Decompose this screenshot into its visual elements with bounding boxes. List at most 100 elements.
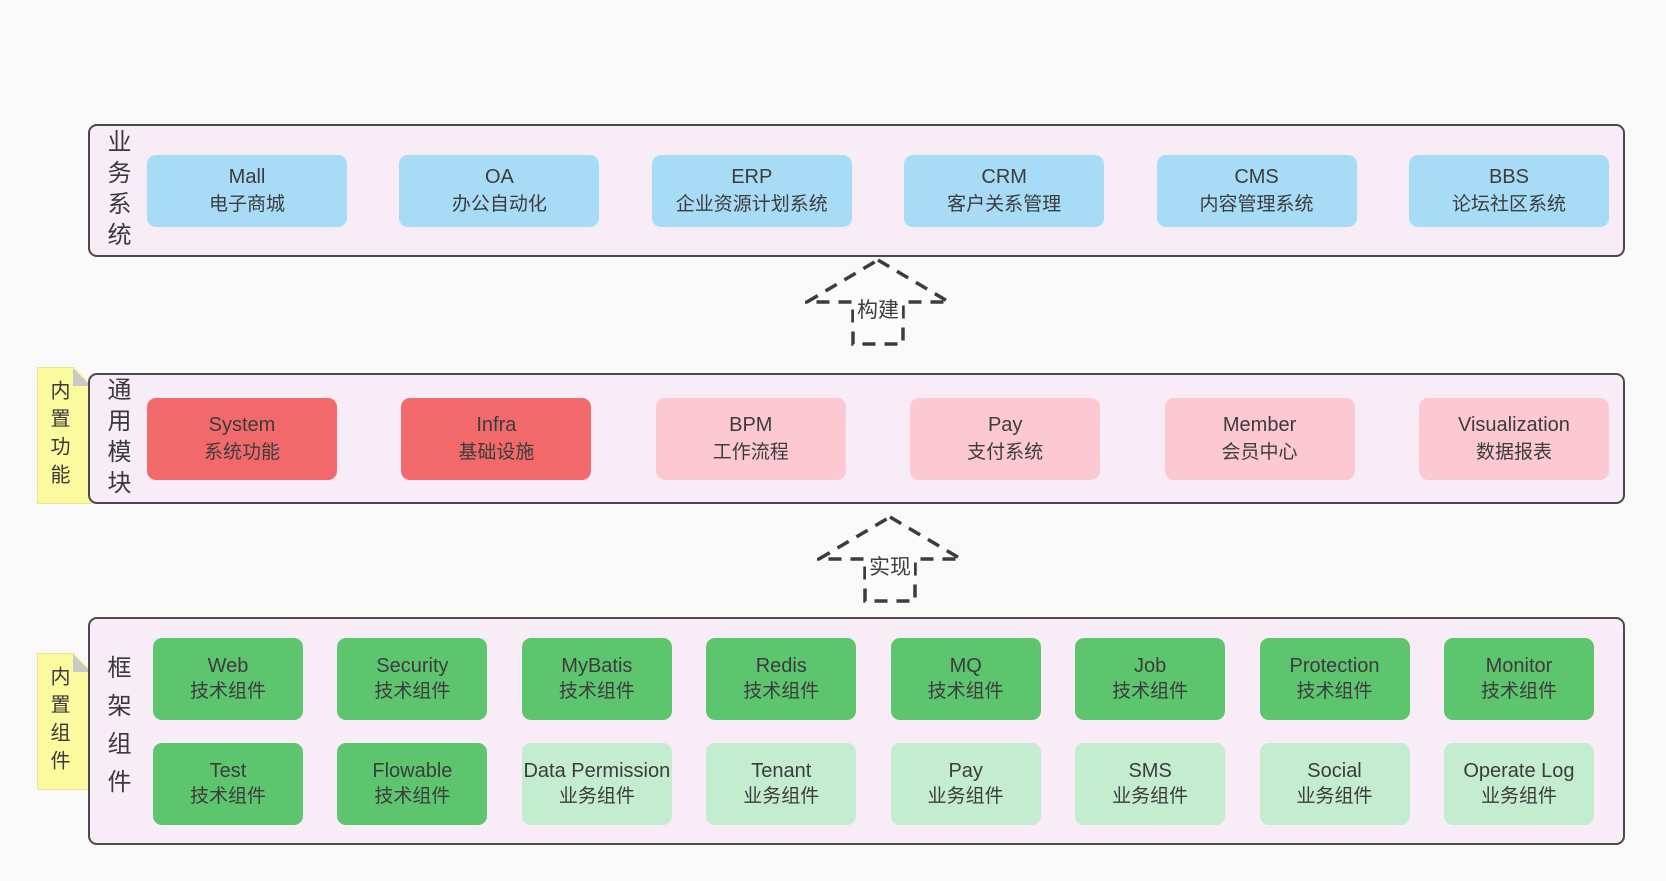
box-title: Member (1222, 413, 1297, 436)
box-title: Pay (987, 413, 1023, 436)
box-title: Job (1133, 654, 1167, 677)
box-subtitle: 技术组件 (1480, 680, 1557, 702)
box-subtitle: 技术组件 (558, 680, 635, 702)
band-label-common-modules: 通用模块 (103, 376, 130, 501)
band-business-systems: 业务系统 Mall 电子商城 OA 办公自动化 ERP 企业资源计划系统 CRM… (88, 124, 1625, 257)
box-visualization: Visualization 数据报表 (1418, 397, 1609, 480)
band-framework-components: 框架组件 Web 技术组件 Security 技术组件 MyBatis 技术组件… (88, 617, 1625, 845)
band-boxes-row: System 系统功能 Infra 基础设施 BPM 工作流程 Pay 支付系统… (147, 375, 1609, 502)
band-rows: Web 技术组件 Security 技术组件 MyBatis 技术组件 Redi… (153, 619, 1594, 843)
box-infra: Infra 基础设施 (401, 397, 592, 480)
box-web: Web 技术组件 (153, 637, 303, 720)
box-crm: CRM 客户关系管理 (904, 154, 1105, 227)
box-title: Test (209, 759, 247, 782)
box-title: MyBatis (561, 654, 633, 677)
box-subtitle: 技术组件 (189, 785, 266, 807)
box-subtitle: 技术组件 (743, 680, 820, 702)
arrow-build: 构建 (805, 258, 951, 346)
box-title: Security (376, 654, 449, 677)
box-subtitle: 业务组件 (1112, 785, 1189, 807)
box-title: OA (484, 165, 514, 188)
box-title: Infra (476, 413, 517, 436)
box-pay-component: Pay 业务组件 (890, 742, 1041, 825)
box-subtitle: 业务组件 (743, 785, 820, 807)
box-erp: ERP 企业资源计划系统 (651, 154, 852, 227)
box-title: Web (207, 654, 249, 677)
band-label-framework-components: 框架组件 (103, 655, 130, 807)
box-sms: SMS 业务组件 (1075, 742, 1226, 825)
box-subtitle: 技术组件 (1296, 680, 1373, 702)
box-social: Social 业务组件 (1259, 742, 1410, 825)
box-subtitle: 会员中心 (1221, 441, 1298, 463)
band-boxes-row: Mall 电子商城 OA 办公自动化 ERP 企业资源计划系统 CRM 客户关系… (147, 126, 1609, 255)
box-title: CRM (981, 165, 1027, 188)
box-redis: Redis 技术组件 (706, 637, 857, 720)
box-member: Member 会员中心 (1164, 397, 1355, 480)
box-title: SMS (1128, 759, 1172, 782)
box-title: Tenant (751, 759, 812, 782)
box-title: Protection (1289, 654, 1380, 677)
sticky-label: 内置组件 (47, 665, 69, 778)
box-monitor: Monitor 技术组件 (1443, 637, 1594, 720)
box-test: Test 技术组件 (153, 742, 303, 825)
band-boxes-row: Web 技术组件 Security 技术组件 MyBatis 技术组件 Redi… (153, 637, 1594, 720)
box-mq: MQ 技术组件 (890, 637, 1041, 720)
box-subtitle: 业务组件 (927, 785, 1004, 807)
box-title: System (208, 413, 276, 436)
box-mall: Mall 电子商城 (147, 154, 347, 227)
box-title: CMS (1234, 165, 1279, 188)
box-security: Security 技术组件 (337, 637, 488, 720)
box-subtitle: 电子商城 (208, 193, 285, 215)
arrow-label: 实现 (866, 551, 914, 581)
box-title: BPM (729, 413, 773, 436)
box-flowable: Flowable 技术组件 (337, 742, 488, 825)
box-mybatis: MyBatis 技术组件 (521, 637, 672, 720)
box-protection: Protection 技术组件 (1259, 637, 1410, 720)
box-subtitle: 办公自动化 (451, 193, 547, 215)
band-common-modules: 通用模块 System 系统功能 Infra 基础设施 BPM 工作流程 Pay… (88, 373, 1625, 504)
box-bpm: BPM 工作流程 (655, 397, 846, 480)
box-job: Job 技术组件 (1075, 637, 1226, 720)
box-subtitle: 业务组件 (1296, 785, 1373, 807)
box-title: Social (1307, 759, 1362, 782)
box-pay-module: Pay 支付系统 (910, 397, 1101, 480)
box-title: Visualization (1457, 413, 1570, 436)
band-label-business-systems: 业务系统 (103, 128, 130, 253)
box-subtitle: 工作流程 (712, 441, 789, 463)
arrow-implement: 实现 (817, 515, 963, 603)
box-bbs: BBS 论坛社区系统 (1408, 154, 1609, 227)
box-data-permission: Data Permission 业务组件 (521, 742, 672, 825)
box-subtitle: 客户关系管理 (947, 193, 1062, 215)
box-operate-log: Operate Log 业务组件 (1443, 742, 1594, 825)
box-subtitle: 企业资源计划系统 (675, 193, 828, 215)
box-subtitle: 技术组件 (374, 785, 451, 807)
box-subtitle: 技术组件 (189, 680, 266, 702)
box-subtitle: 业务组件 (558, 785, 635, 807)
box-title: BBS (1488, 165, 1529, 188)
box-title: Pay (948, 759, 983, 782)
box-cms: CMS 内容管理系统 (1156, 154, 1357, 227)
box-subtitle: 技术组件 (927, 680, 1004, 702)
sticky-built-in-features: 内置功能 (37, 367, 92, 504)
box-title: Operate Log (1463, 759, 1575, 782)
box-title: Monitor (1485, 654, 1553, 677)
box-title: Data Permission (523, 759, 671, 782)
box-subtitle: 系统功能 (203, 441, 280, 463)
box-system: System 系统功能 (147, 397, 337, 480)
sticky-label: 内置功能 (47, 379, 69, 492)
box-subtitle: 基础设施 (458, 441, 535, 463)
box-subtitle: 数据报表 (1475, 441, 1552, 463)
box-tenant: Tenant 业务组件 (706, 742, 857, 825)
sticky-built-in-components: 内置组件 (37, 653, 92, 790)
box-subtitle: 技术组件 (374, 680, 451, 702)
band-boxes-row: Test 技术组件 Flowable 技术组件 Data Permission … (153, 742, 1594, 825)
box-title: ERP (731, 165, 773, 188)
box-title: Flowable (372, 759, 453, 782)
arrow-label: 构建 (854, 294, 902, 324)
box-subtitle: 业务组件 (1480, 785, 1557, 807)
box-oa: OA 办公自动化 (399, 154, 600, 227)
box-title: Redis (755, 654, 807, 677)
box-subtitle: 论坛社区系统 (1451, 193, 1566, 215)
box-title: Mall (228, 165, 266, 188)
box-subtitle: 内容管理系统 (1199, 193, 1314, 215)
